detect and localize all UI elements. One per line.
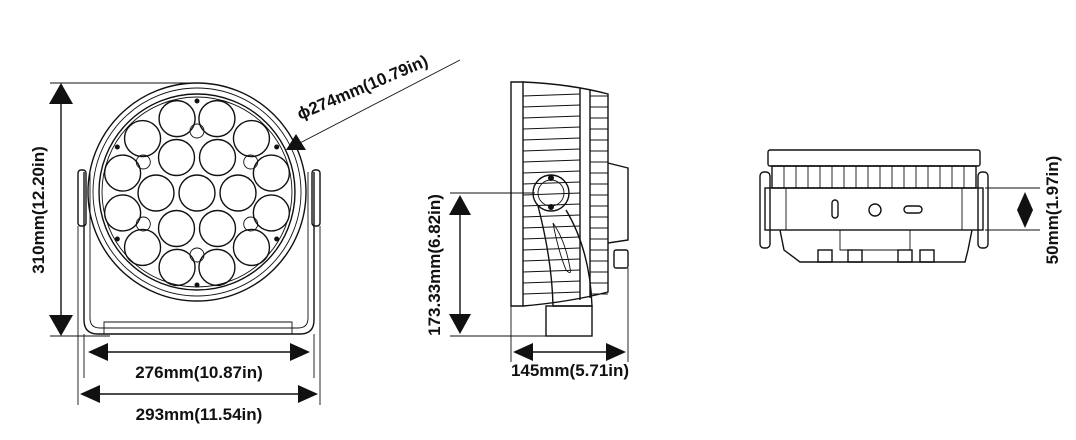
lens: [103, 154, 142, 192]
fin: [522, 269, 581, 273]
lens: [219, 174, 257, 212]
arrow-up-icon: [49, 83, 73, 104]
fin: [522, 247, 581, 251]
connectors: [817, 249, 935, 263]
arrow-right-icon: [298, 385, 318, 403]
arrow-down-icon: [449, 314, 471, 334]
front-height-label: 310mm(12.20in): [29, 146, 48, 274]
side-height-dimension: 173.33mm(6.82in): [425, 192, 546, 337]
lens: [137, 174, 175, 212]
fin: [522, 159, 581, 163]
inner-width-label: 276mm(10.87in): [135, 363, 263, 382]
outer-width-label: 293mm(11.54in): [136, 405, 263, 424]
lens: [198, 99, 236, 138]
arrow-right-icon: [606, 343, 626, 361]
lens-gap: [135, 154, 151, 170]
fin: [522, 104, 581, 108]
arrow-left-icon: [88, 343, 108, 361]
lens: [198, 209, 237, 248]
heatsink-fins: [522, 93, 608, 295]
depth-dimension: 145mm(5.71in): [510, 268, 629, 380]
lens: [232, 228, 271, 267]
screw: [274, 144, 280, 150]
front-view: 310mm(12.20in) ϕ274mm(10.79in) 276mm(10.…: [29, 51, 461, 424]
connector: [897, 249, 913, 263]
fin: [522, 115, 581, 119]
top-view: 50mm(1.97in): [759, 149, 1062, 265]
arrow-left-icon: [513, 343, 533, 361]
lens: [252, 194, 291, 232]
fin: [522, 170, 581, 174]
lens: [198, 138, 237, 177]
fin: [522, 137, 581, 141]
arrow-icon: [286, 134, 306, 150]
connector: [919, 249, 935, 263]
lens-head: [87, 82, 307, 302]
thickness-label: 50mm(1.97in): [1043, 156, 1062, 265]
connector: [847, 249, 863, 263]
height-dimension: 310mm(12.20in): [29, 82, 196, 337]
screw: [274, 236, 280, 242]
fin: [522, 236, 581, 240]
side-height-label: 173.33mm(6.82in): [425, 194, 444, 336]
lens-gap: [135, 216, 151, 232]
lens: [198, 248, 236, 287]
lens: [158, 99, 196, 138]
screw: [194, 98, 200, 104]
fin: [522, 291, 581, 295]
fin: [522, 181, 581, 185]
fin: [522, 214, 581, 218]
lens: [157, 209, 196, 248]
lens-gap: [189, 123, 205, 139]
arrow-down-icon: [49, 315, 73, 336]
screw: [114, 236, 120, 242]
diameter-label: ϕ274mm(10.79in): [294, 51, 431, 123]
diamond-arrow-icon: [1017, 192, 1033, 228]
lens: [123, 119, 162, 158]
screw: [114, 144, 120, 150]
fin: [522, 148, 581, 152]
inner-width-dimension: 276mm(10.87in): [83, 334, 315, 382]
yoke-bracket: [77, 169, 321, 335]
depth-label: 145mm(5.71in): [511, 361, 629, 380]
arrow-right-icon: [290, 343, 310, 361]
lens: [123, 228, 162, 267]
outer-width-dimension: 293mm(11.54in): [77, 226, 321, 424]
lens: [178, 174, 216, 212]
lens: [158, 248, 196, 287]
top-fins: [783, 166, 965, 188]
lens: [232, 119, 271, 158]
arrow-left-icon: [80, 385, 100, 403]
connector: [817, 249, 833, 263]
screw: [194, 282, 200, 288]
lens: [157, 138, 196, 177]
lens: [103, 194, 142, 232]
arrow-up-icon: [449, 195, 471, 215]
lens-gap: [243, 216, 259, 232]
fin: [522, 93, 581, 97]
lens-gap: [189, 247, 205, 263]
thickness-dimension: 50mm(1.97in): [985, 156, 1062, 265]
fin: [522, 126, 581, 130]
lens-gap: [243, 154, 259, 170]
side-view: 173.33mm(6.82in) 145mm(5.71in): [425, 81, 629, 380]
fin: [522, 225, 581, 229]
fin: [522, 258, 581, 262]
lens: [252, 154, 291, 192]
diameter-dimension: ϕ274mm(10.79in): [286, 51, 461, 150]
